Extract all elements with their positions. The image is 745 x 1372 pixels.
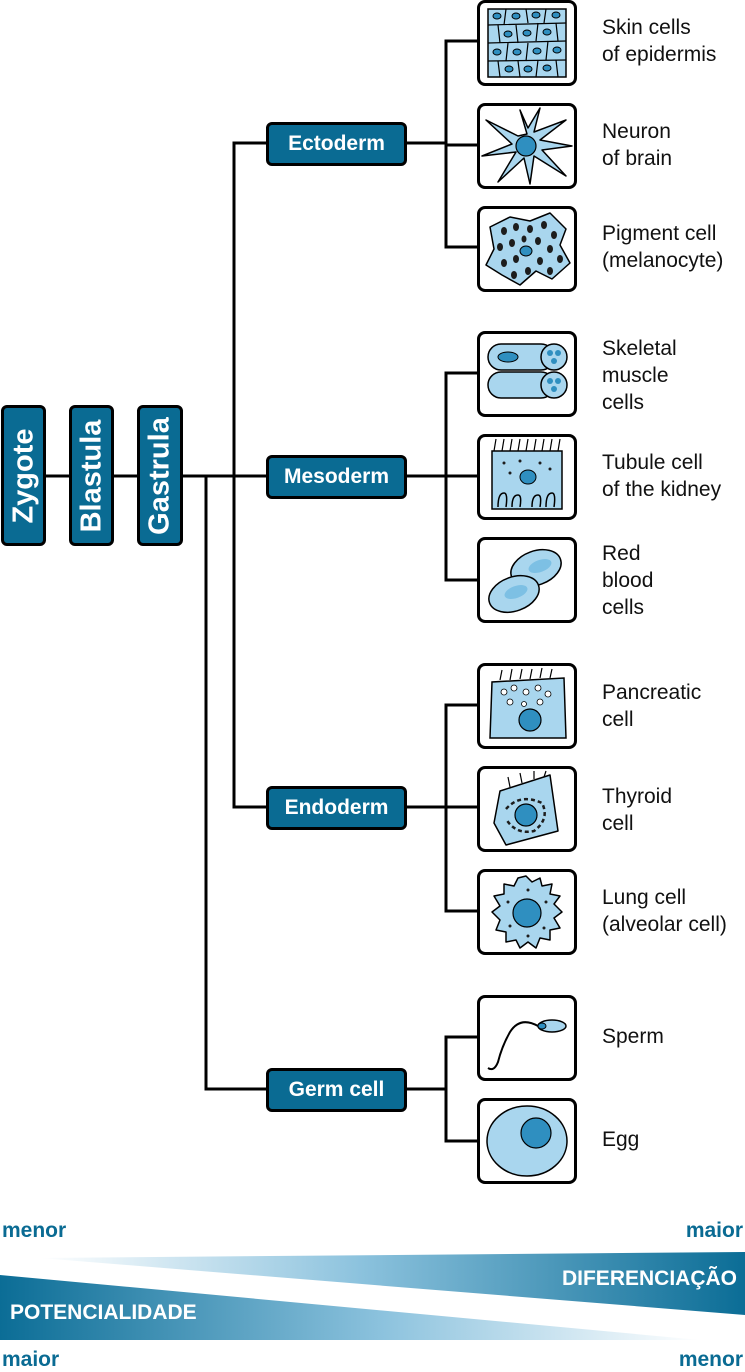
pigment-cell-label: Pigment cell (melanocyte) (602, 220, 723, 274)
endoderm-box: Endoderm (266, 786, 407, 830)
zygote-label: Zygote (7, 427, 39, 524)
egg-image (477, 1098, 577, 1184)
sperm-image (477, 995, 577, 1081)
lung-cell-image (477, 869, 577, 955)
pigment-cell-image (477, 206, 577, 292)
bottom-left-scale-label: maior (2, 1348, 60, 1371)
top-left-scale-label: menor (2, 1219, 67, 1242)
pancreatic-cell-image (477, 663, 577, 749)
bottom-right-scale-label: menor (678, 1348, 743, 1371)
neuron-line-1: Neuron (602, 120, 671, 143)
skeletal-muscle-image (477, 331, 577, 417)
egg-label: Egg (602, 1126, 639, 1153)
blastula-label: Blastula (75, 419, 107, 532)
skin-cells-line-1: Skin cells (602, 16, 691, 39)
pancreatic-cell-label: Pancreatic cell (602, 679, 701, 733)
ectoderm-box: Ectoderm (266, 122, 407, 166)
pigment-line-1: Pigment cell (602, 222, 717, 245)
pigment-line-2: (melanocyte) (602, 249, 724, 272)
thyroid-line-2: cell (602, 812, 634, 835)
differentiation-band (40, 1252, 745, 1315)
differentiation-label: DIFERENCIAÇÃO (561, 1267, 737, 1290)
lung-line-2: (alveolar cell) (602, 913, 727, 936)
neuron-image (477, 103, 577, 189)
pancreatic-line-1: Pancreatic (602, 681, 702, 704)
skin-cells-image (477, 0, 577, 86)
mesoderm-box: Mesoderm (266, 455, 407, 499)
gastrula-box: Gastrula (137, 405, 183, 546)
top-right-scale-label: maior (685, 1219, 743, 1242)
blood-line-2: blood (602, 569, 654, 592)
lung-line-1: Lung cell (602, 886, 687, 909)
muscle-line-2: muscle (602, 364, 669, 387)
neuron-line-2: of brain (602, 147, 673, 170)
pancreatic-line-2: cell (602, 708, 634, 731)
blastula-box: Blastula (69, 405, 114, 546)
red-blood-cells-label: Red blood cells (602, 540, 653, 621)
skin-cells-label: Skin cells of epidermis (602, 14, 716, 68)
thyroid-cell-image (477, 766, 577, 852)
egg-line-1: Egg (602, 1128, 640, 1151)
thyroid-cell-label: Thyroid cell (602, 783, 672, 837)
red-blood-cells-image (477, 537, 577, 623)
tubule-line-2: of the kidney (602, 478, 722, 501)
skeletal-muscle-label: Skeletal muscle cells (602, 335, 677, 416)
kidney-tubule-image (477, 434, 577, 520)
kidney-tubule-label: Tubule cell of the kidney (602, 449, 721, 503)
skin-cells-line-2: of epidermis (602, 43, 717, 66)
thyroid-line-1: Thyroid (602, 785, 673, 808)
blood-line-1: Red (602, 542, 641, 565)
gradient-bands (0, 1252, 745, 1340)
zygote-box: Zygote (1, 405, 46, 546)
gastrula-label: Gastrula (143, 416, 176, 535)
germ-cell-box: Germ cell (266, 1068, 407, 1112)
potentiality-band (0, 1275, 700, 1340)
sperm-line-1: Sperm (602, 1025, 664, 1048)
sperm-label: Sperm (602, 1023, 664, 1050)
tubule-line-1: Tubule cell (602, 451, 703, 474)
muscle-line-3: cells (602, 391, 645, 414)
neuron-label: Neuron of brain (602, 118, 672, 172)
potentiality-label: POTENCIALIDADE (10, 1301, 197, 1324)
blood-line-3: cells (602, 596, 645, 619)
muscle-line-1: Skeletal (602, 337, 677, 360)
lung-cell-label: Lung cell (alveolar cell) (602, 884, 727, 938)
